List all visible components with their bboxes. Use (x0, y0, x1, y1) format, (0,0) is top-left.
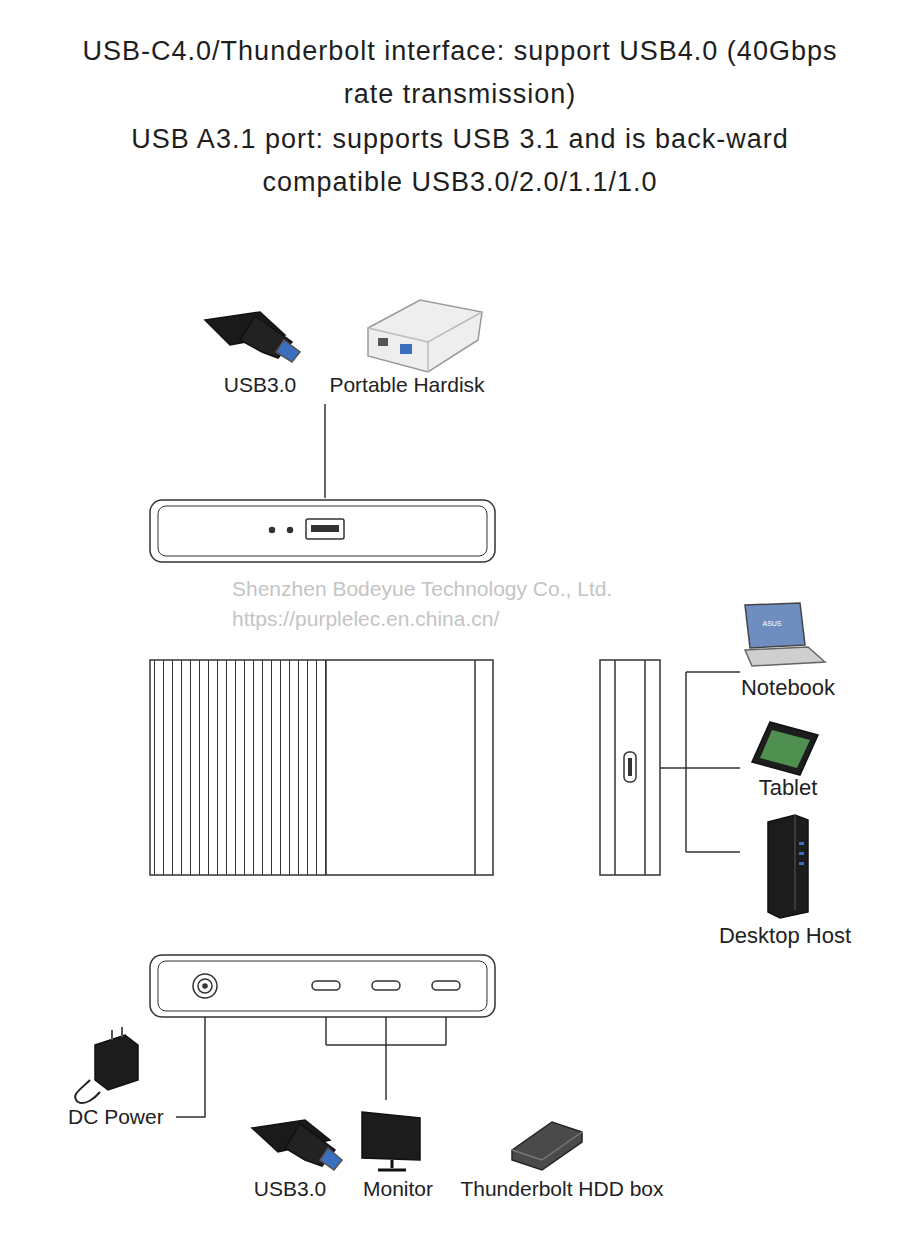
back-panel (150, 955, 495, 1017)
enclosure-side (600, 660, 660, 875)
power-adapter (75, 1027, 138, 1103)
device-label: Tablet (759, 775, 818, 801)
device-label: Notebook (741, 675, 835, 701)
device-label: USB3.0 (254, 1177, 326, 1201)
device-label: DC Power (68, 1105, 164, 1129)
watermark: https://purplelec.en.china.cn/ (232, 607, 499, 631)
device-label: Portable Hardisk (329, 373, 484, 397)
desktop-icon (768, 815, 808, 918)
device-label: Monitor (363, 1177, 433, 1201)
front-panel (150, 500, 495, 562)
usb-stick (252, 1120, 342, 1170)
device-label: Desktop Host (719, 923, 851, 949)
hdd-box (512, 1122, 582, 1170)
heading: USB-C4.0/Thunderbolt interface: support … (70, 30, 850, 116)
watermark: Shenzhen Bodeyue Technology Co., Ltd. (232, 577, 612, 601)
tablet-icon (752, 722, 818, 775)
notebook-icon (745, 603, 825, 666)
portable-hardisk (368, 300, 482, 372)
usb-stick (205, 312, 300, 362)
enclosure-top (150, 660, 493, 875)
device-label: Thunderbolt HDD box (460, 1177, 663, 1201)
brand-mark: ASUS (762, 620, 781, 627)
monitor-icon (362, 1112, 420, 1170)
device-label: USB3.0 (224, 373, 296, 397)
subheading: USB A3.1 port: supports USB 3.1 and is b… (100, 118, 820, 204)
